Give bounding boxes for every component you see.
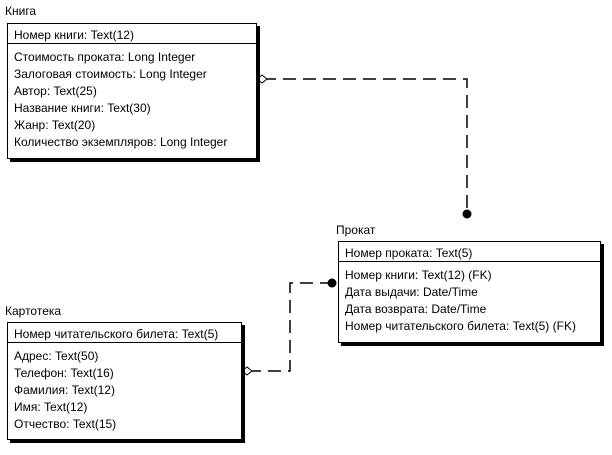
attribute-kniga-4: Название книги: Text(30) (14, 101, 151, 115)
primary-key-kniga: Номер книги: Text(12) (8, 24, 256, 44)
relationship-kniga-prokat (263, 78, 468, 214)
entity-prokat[interactable]: Номер проката: Text(5) Номер книги: Text… (338, 241, 601, 343)
attribute-kartoteka-2: Телефон: Text(16) (14, 366, 114, 380)
attribute-kartoteka-1: Адрес: Text(50) (14, 349, 99, 363)
relationship-kartoteka-prokat (248, 282, 331, 372)
entity-kartoteka[interactable]: Номер читательского билета: Text(5) Адре… (7, 322, 242, 440)
entity-title-prokat: Прокат (336, 223, 376, 237)
entity-title-kartoteka: Картотека (5, 304, 62, 318)
many-end-dot-kartoteka (327, 278, 337, 288)
attribute-kniga-5: Жанр: Text(20) (14, 118, 96, 132)
attribute-kartoteka-4: Имя: Text(12) (14, 400, 88, 414)
one-end-diamond-kartoteka (241, 366, 253, 376)
attribute-list-kniga: Стоимость проката: Long Integer Залогова… (8, 44, 256, 151)
attribute-kartoteka-5: Отчество: Text(15) (14, 417, 117, 431)
attribute-kniga-3: Автор: Text(25) (14, 84, 97, 98)
entity-title-kniga: Книга (5, 4, 37, 18)
many-end-dot-kniga (462, 209, 472, 219)
attribute-kniga-2: Залоговая стоимость: Long Integer (14, 67, 207, 81)
attribute-prokat-1: Номер книги: Text(12) (FK) (345, 268, 492, 282)
one-end-diamond-kniga (256, 74, 268, 84)
attribute-kniga-6: Количество экземпляров: Long Integer (14, 135, 228, 149)
entity-kniga[interactable]: Номер книги: Text(12) Стоимость проката:… (7, 23, 257, 159)
attribute-prokat-3: Дата возврата: Date/Time (345, 302, 487, 316)
attribute-prokat-2: Дата выдачи: Date/Time (345, 285, 478, 299)
primary-key-prokat: Номер проката: Text(5) (339, 242, 600, 262)
attribute-list-prokat: Номер книги: Text(12) (FK) Дата выдачи: … (339, 262, 600, 335)
attribute-kartoteka-3: Фамилия: Text(12) (14, 383, 115, 397)
attribute-kniga-1: Стоимость проката: Long Integer (14, 50, 196, 64)
attribute-prokat-4: Номер читательского билета: Text(5) (FK) (345, 319, 576, 333)
attribute-list-kartoteka: Адрес: Text(50) Телефон: Text(16) Фамили… (8, 343, 241, 433)
primary-key-kartoteka: Номер читательского билета: Text(5) (8, 323, 241, 343)
